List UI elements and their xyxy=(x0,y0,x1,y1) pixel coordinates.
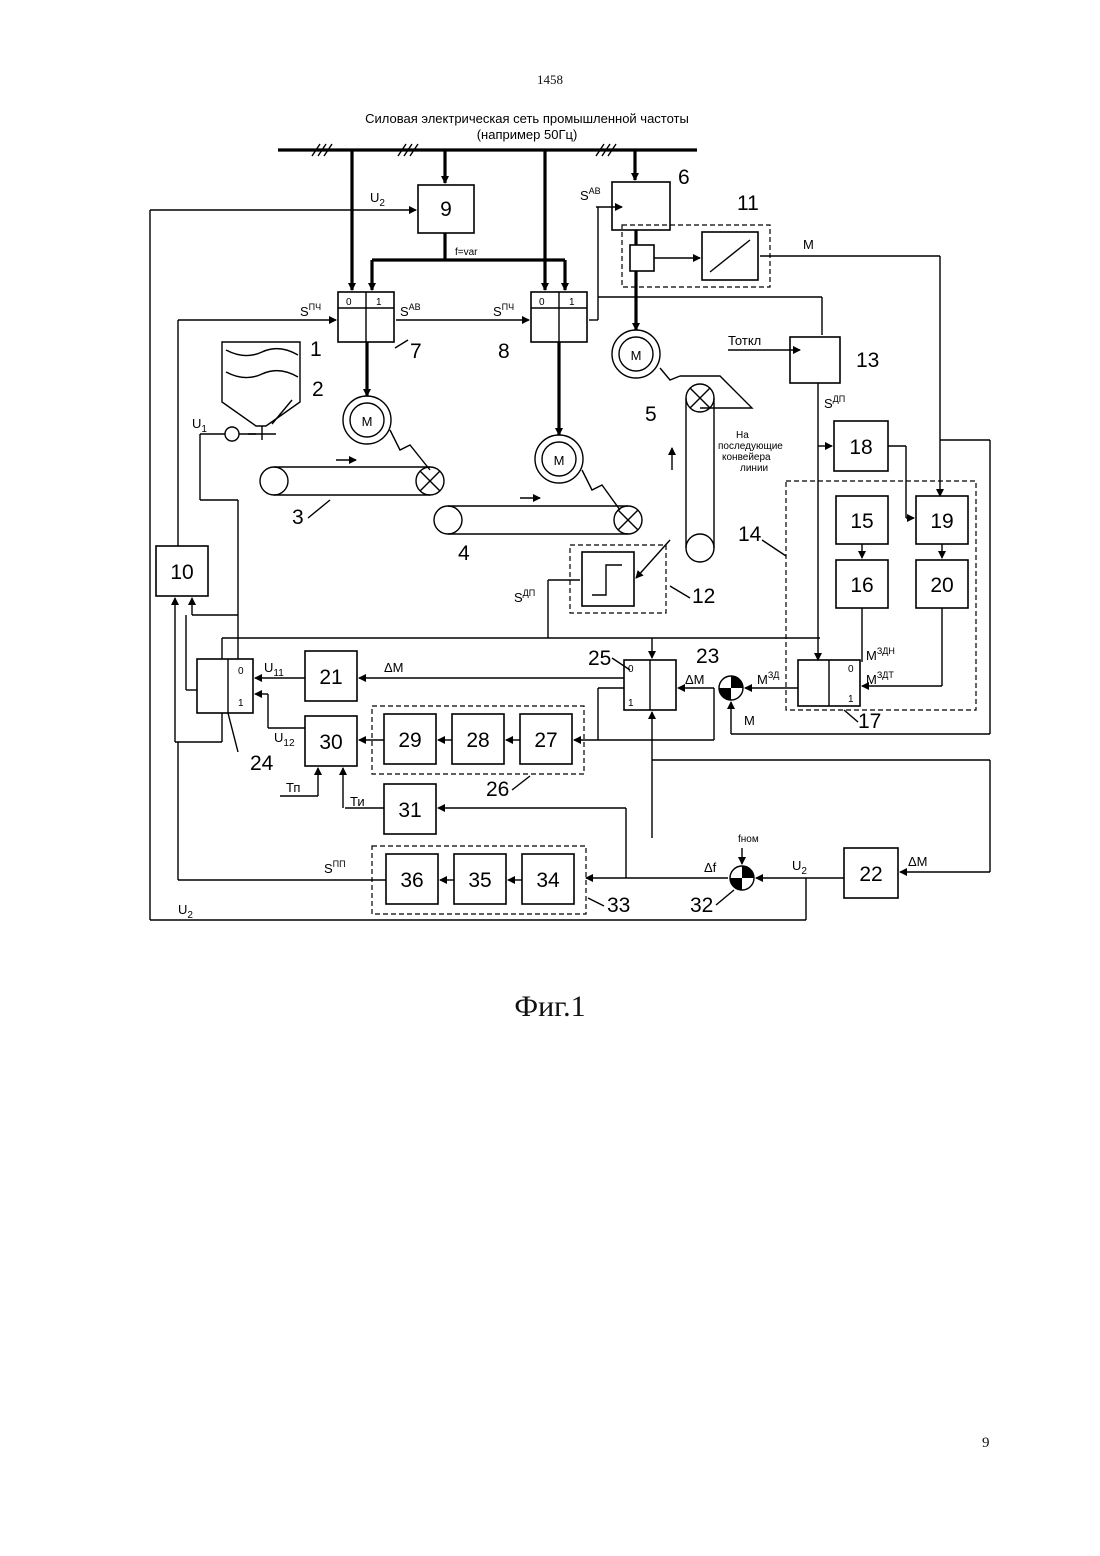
svg-text:Тоткл: Тоткл xyxy=(728,333,761,348)
svg-text:SПП: SПП xyxy=(324,859,346,876)
conveyor-4-label: 4 xyxy=(458,542,470,565)
svg-text:SАВ: SАВ xyxy=(580,186,601,203)
svg-text:SАВ: SАВ xyxy=(400,302,421,319)
svg-text:линии: линии xyxy=(740,463,768,474)
svg-text:SПЧ: SПЧ xyxy=(300,302,321,319)
svg-text:Δf: Δf xyxy=(704,860,717,875)
conveyor-3 xyxy=(260,460,444,495)
group-33-label: 33 xyxy=(607,894,630,917)
svg-text:На: На xyxy=(736,430,749,441)
diagram-title-line1: Силовая электрическая сеть промышленной … xyxy=(365,111,689,126)
block-6-label: 6 xyxy=(678,166,690,189)
block-15-label: 15 xyxy=(850,510,873,533)
block-22-label: 22 xyxy=(859,863,882,886)
block-28-label: 28 xyxy=(466,729,489,752)
block-34-label: 34 xyxy=(536,869,560,892)
hopper-1 xyxy=(222,342,300,440)
svg-text:M: M xyxy=(631,348,642,363)
block-12 xyxy=(582,552,634,606)
svg-text:конвейера: конвейера xyxy=(722,452,771,463)
svg-text:U1: U1 xyxy=(192,416,207,435)
group-26-label: 26 xyxy=(486,778,509,801)
hopper-1-label: 1 xyxy=(310,338,322,361)
comparator-23-label: 23 xyxy=(696,645,719,668)
svg-text:MЗДТ: MЗДТ xyxy=(866,670,894,687)
diagram-title-line2: (например 50Гц) xyxy=(477,127,578,142)
block-7-label: 7 xyxy=(410,340,422,363)
block-12-label: 12 xyxy=(692,585,715,608)
svg-text:M: M xyxy=(362,414,373,429)
svg-text:U2: U2 xyxy=(792,858,807,877)
svg-text:M: M xyxy=(744,713,755,728)
svg-text:SДП: SДП xyxy=(514,588,535,605)
signal-f-var: f=var xyxy=(455,247,478,258)
page-number-bottom: 9 xyxy=(982,1435,990,1452)
svg-text:U11: U11 xyxy=(264,660,284,679)
svg-text:M: M xyxy=(554,453,565,468)
svg-text:MЗДН: MЗДН xyxy=(866,646,895,663)
block-10-label: 10 xyxy=(170,561,193,584)
block-30-label: 30 xyxy=(319,731,342,754)
block-19-label: 19 xyxy=(930,510,953,533)
svg-text:U12: U12 xyxy=(274,730,295,749)
svg-text:ΔM: ΔM xyxy=(685,672,705,687)
svg-text:MЗД: MЗД xyxy=(757,670,779,687)
svg-text:последующие: последующие xyxy=(718,441,783,452)
svg-text:Тп: Тп xyxy=(286,780,300,795)
block-14-label: 14 xyxy=(738,523,762,546)
svg-text:fном: fном xyxy=(738,834,759,845)
svg-text:0: 0 xyxy=(238,666,244,677)
svg-text:SДП: SДП xyxy=(824,394,845,411)
svg-text:0: 0 xyxy=(539,297,545,308)
block-13 xyxy=(790,337,840,383)
block-17-label: 17 xyxy=(858,710,881,733)
block-11-label: 11 xyxy=(737,192,759,215)
svg-text:0: 0 xyxy=(346,297,352,308)
feeder-2-label: 2 xyxy=(312,378,324,401)
block-20-label: 20 xyxy=(930,574,953,597)
svg-text:Ти: Ти xyxy=(350,794,365,809)
svg-text:SПЧ: SПЧ xyxy=(493,302,514,319)
block-6 xyxy=(612,182,670,230)
svg-text:M: M xyxy=(803,237,814,252)
signal-u2-top: U2 xyxy=(370,190,385,209)
svg-text:1: 1 xyxy=(628,698,634,709)
block-16-label: 16 xyxy=(850,574,873,597)
conveyor-5-label: 5 xyxy=(645,403,657,426)
svg-text:1: 1 xyxy=(848,694,854,705)
svg-text:1: 1 xyxy=(376,297,382,308)
svg-text:U2: U2 xyxy=(178,902,193,921)
block-24-label: 24 xyxy=(250,752,274,775)
block-13-label: 13 xyxy=(856,349,879,372)
conveyor-3-label: 3 xyxy=(292,506,304,529)
block-21-label: 21 xyxy=(319,666,342,689)
block-18-label: 18 xyxy=(849,436,872,459)
block-25-label: 25 xyxy=(588,647,611,670)
svg-text:1: 1 xyxy=(569,297,575,308)
block-8-label: 8 xyxy=(498,340,510,363)
svg-text:ΔM: ΔM xyxy=(384,660,404,675)
block-36-label: 36 xyxy=(400,869,423,892)
svg-text:ΔM: ΔM xyxy=(908,854,928,869)
svg-text:1: 1 xyxy=(238,698,244,709)
conveyor-4 xyxy=(434,498,642,534)
comparator-32-label: 32 xyxy=(690,894,713,917)
block-35-label: 35 xyxy=(468,869,491,892)
figure-caption: Фиг.1 xyxy=(0,990,1100,1024)
block-24-switch xyxy=(197,659,253,713)
block-27-label: 27 xyxy=(534,729,557,752)
svg-text:0: 0 xyxy=(848,664,854,675)
block-9-label: 9 xyxy=(440,198,452,221)
block-31-label: 31 xyxy=(398,799,421,822)
block-29-label: 29 xyxy=(398,729,421,752)
